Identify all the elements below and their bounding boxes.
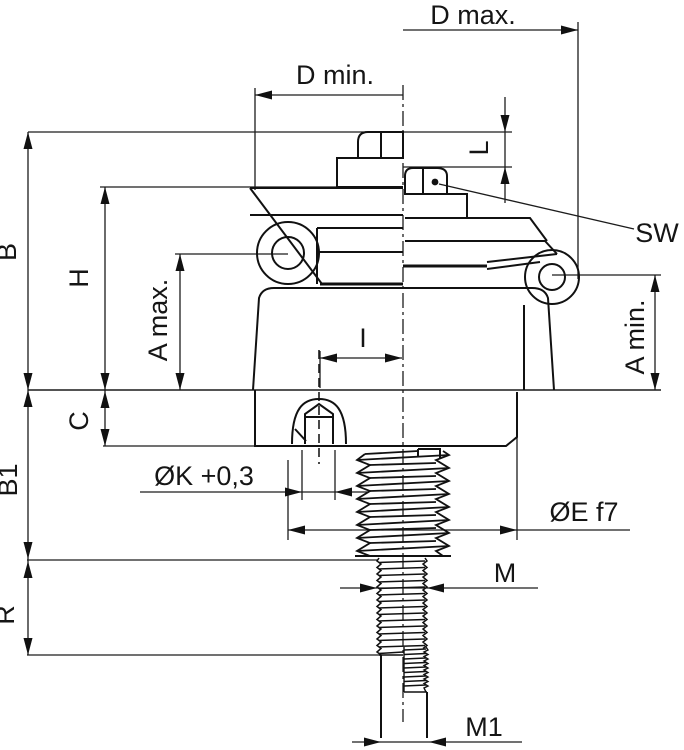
dim-label-a-min: A min. xyxy=(620,299,650,374)
arrowhead xyxy=(561,25,578,35)
sw-hex xyxy=(404,167,448,195)
dim-label-e: ØE f7 xyxy=(549,497,618,527)
arrowhead xyxy=(500,525,517,535)
arrowhead xyxy=(100,391,110,408)
arrowhead xyxy=(429,737,446,747)
arrowhead xyxy=(100,429,110,446)
arrowhead xyxy=(255,90,272,100)
arrowhead xyxy=(23,542,33,559)
dim-label-m: M xyxy=(494,558,517,588)
washer xyxy=(336,157,403,188)
arrowhead xyxy=(23,390,33,407)
dim-label-i: I xyxy=(359,323,367,353)
thread-m1 xyxy=(403,646,430,693)
part-upper-assembly xyxy=(249,131,580,391)
dim-label-d-max: D max. xyxy=(430,0,516,30)
arrowhead xyxy=(23,561,33,578)
dim-label-k: ØK +0,3 xyxy=(154,461,254,491)
arrowhead xyxy=(175,373,185,390)
arrowhead xyxy=(360,583,377,593)
thread-m xyxy=(375,557,429,656)
dim-label-a-max: A max. xyxy=(143,279,173,362)
arrowhead xyxy=(650,275,660,292)
dim-label-h: H xyxy=(64,268,94,288)
ball-plunger-dome xyxy=(291,397,347,445)
reference-lines xyxy=(27,22,661,656)
arrowhead xyxy=(285,487,302,497)
arrowhead xyxy=(320,353,337,363)
dim-label-r: R xyxy=(0,605,20,625)
left-roller-outer xyxy=(256,221,320,285)
arrowhead xyxy=(385,353,402,363)
dim-label-b: B xyxy=(0,243,22,261)
hex-head xyxy=(357,131,404,159)
dim-label-c: C xyxy=(64,411,94,431)
arrowhead xyxy=(288,525,305,535)
right-roller-inner xyxy=(538,263,566,291)
dim-label-d-min: D min. xyxy=(296,60,374,90)
ball-plunger-pin xyxy=(304,402,334,444)
dimension-arrowheads xyxy=(23,25,660,747)
arrowhead xyxy=(23,373,33,390)
left-roller-inner xyxy=(271,236,305,270)
dim-label-b1: B1 xyxy=(0,463,23,496)
dim-label-sw: SW xyxy=(635,218,679,248)
arrowhead xyxy=(500,167,510,184)
part-collar xyxy=(254,390,518,459)
sw-leader-dot xyxy=(431,178,439,186)
arrowhead xyxy=(335,487,352,497)
arrowhead xyxy=(100,187,110,204)
arrowhead xyxy=(23,132,33,149)
base-skirt xyxy=(252,287,555,391)
dim-label-m1: M1 xyxy=(465,712,503,742)
shank-bottom xyxy=(355,555,451,738)
right-roller-outer xyxy=(524,249,580,305)
arrowhead xyxy=(23,638,33,655)
arrowhead xyxy=(650,373,660,390)
arrowhead xyxy=(100,373,110,390)
centerlines xyxy=(318,85,404,722)
arrowhead xyxy=(427,583,444,593)
dim-label-l: L xyxy=(464,140,494,155)
dimension-lines xyxy=(27,29,656,743)
thread-relief xyxy=(417,448,441,459)
arrowhead xyxy=(500,115,510,132)
arrowhead xyxy=(364,737,381,747)
thread-large xyxy=(354,450,452,557)
arrowhead xyxy=(175,254,185,271)
collar-outline xyxy=(254,390,518,447)
